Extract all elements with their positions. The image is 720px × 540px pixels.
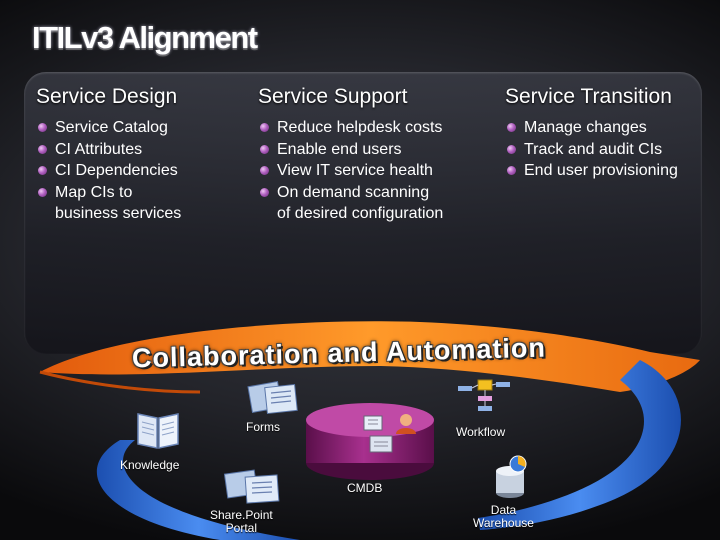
list-item: Reduce helpdesk costs — [258, 117, 443, 139]
blue-arc-left — [96, 440, 300, 540]
data-warehouse-icon — [496, 455, 527, 498]
itil-panels-background — [24, 72, 702, 354]
panel-service-design: Service Design Service Catalog CI Attrib… — [36, 85, 181, 225]
knowledge-label: Knowledge — [120, 458, 180, 472]
bullet-icon — [507, 144, 516, 154]
bullet-list: Service Catalog CI Attributes CI Depende… — [36, 117, 181, 225]
list-item: On demand scanning of desired configurat… — [258, 182, 443, 225]
user-icon — [363, 414, 416, 453]
bullet-icon — [260, 166, 269, 175]
book-icon — [137, 413, 179, 449]
workflow-icon — [458, 379, 510, 411]
list-item: Service Catalog — [36, 117, 181, 139]
bullet-icon — [260, 144, 269, 154]
bullet-icon — [260, 123, 269, 132]
bullet-icon — [260, 187, 269, 197]
panel-service-support: Service Support Reduce helpdesk costs En… — [258, 85, 443, 225]
bullet-list: Reduce helpdesk costs Enable end users V… — [258, 117, 443, 225]
bullet-list: Manage changes Track and audit CIs End u… — [505, 117, 678, 182]
forms-icon — [247, 381, 298, 415]
forms-label: Forms — [246, 420, 280, 434]
bullet-icon — [507, 123, 516, 132]
list-item: CI Dependencies — [36, 160, 181, 182]
panel-service-transition: Service Transition Manage changes Track … — [505, 85, 678, 182]
bullet-icon — [38, 187, 47, 197]
blue-arc-right — [478, 360, 681, 530]
bullet-icon — [38, 166, 47, 175]
sharepoint-label: Share.Point Portal — [210, 508, 273, 535]
slide-title: ITILv3 Alignment — [32, 20, 258, 55]
panel-heading: Service Design — [36, 85, 178, 108]
panel-heading: Service Support — [258, 85, 408, 108]
cmdb-label: CMDB — [347, 481, 383, 495]
portal-icon — [223, 469, 280, 504]
list-item: End user provisioning — [505, 160, 678, 182]
orange-arc-inner — [39, 370, 201, 394]
bullet-icon — [38, 144, 47, 154]
bullet-icon — [38, 123, 47, 132]
bullet-icon — [507, 166, 516, 175]
list-item: Enable end users — [258, 139, 443, 161]
list-item: CI Attributes — [36, 139, 181, 161]
list-item: View IT service health — [258, 160, 443, 182]
data-warehouse-label: Data Warehouse — [473, 503, 534, 530]
panel-heading: Service Transition — [505, 85, 672, 108]
list-item: Map CIs to business services — [36, 182, 181, 225]
workflow-label: Workflow — [456, 425, 506, 439]
orange-arc — [40, 321, 700, 392]
list-item: Manage changes — [505, 117, 678, 139]
list-item: Track and audit CIs — [505, 139, 678, 161]
